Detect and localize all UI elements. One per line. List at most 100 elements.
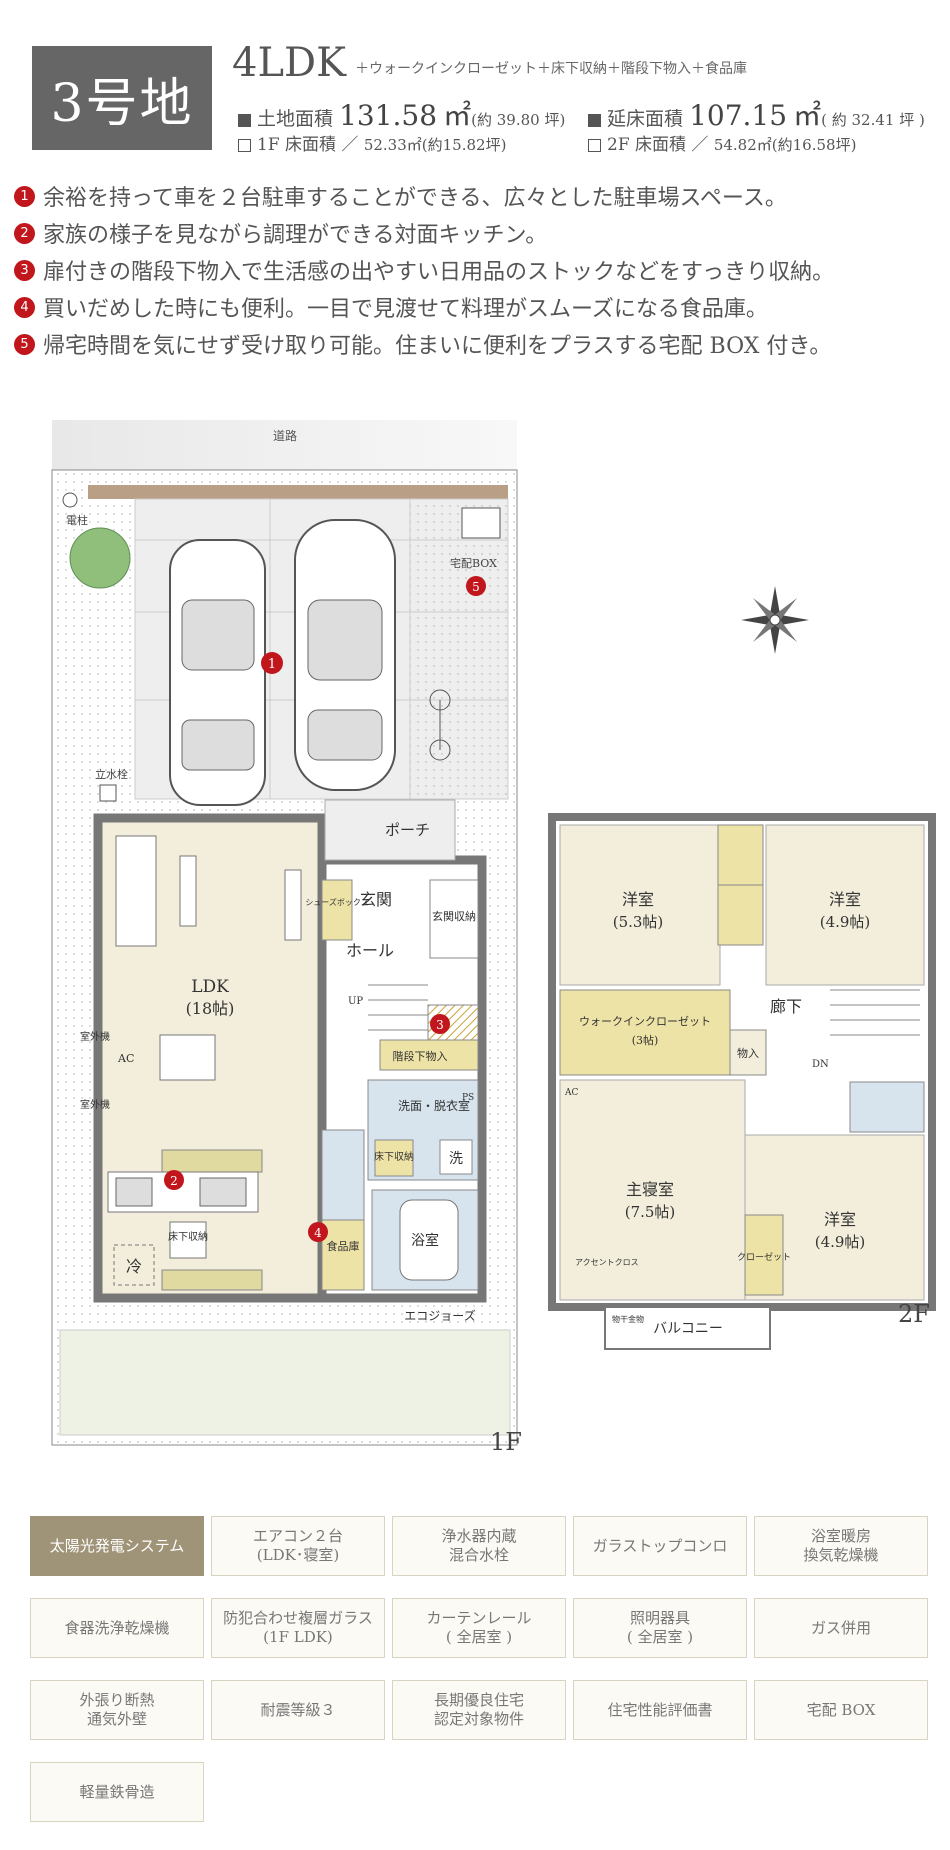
svg-text:1: 1 (268, 657, 276, 672)
tree-icon (69, 527, 131, 589)
lot-badge: 3号地 (32, 46, 212, 150)
drying-rack-label: 物干金物 (612, 1314, 644, 1324)
open-square-icon (238, 139, 251, 152)
svg-text:4: 4 (314, 1226, 322, 1240)
utility-pole-icon (62, 492, 78, 508)
marker-5: 5 (466, 576, 486, 596)
marker-3: 3 (430, 1014, 450, 1034)
porch-label: ポーチ (385, 821, 430, 839)
equipment-tile: 浴室暖房 換気乾燥機 (754, 1516, 928, 1576)
marker-1: 1 (261, 652, 283, 674)
accent-cloth-label: アクセントクロス (575, 1258, 639, 1267)
ac-2f-label: AC (564, 1088, 578, 1098)
western-room-1 (559, 824, 721, 986)
layout-extras: ＋ウォークインクローゼット＋床下収納＋階段下物入＋食品庫 (355, 61, 747, 77)
closet-1 (717, 824, 764, 886)
road (52, 420, 517, 470)
underfloor-storage-box (169, 1221, 207, 1259)
pantry (321, 1219, 365, 1291)
underfloor-storage-label: 床下収納 (374, 1150, 414, 1163)
master-size-label: (7.5帖) (625, 1203, 676, 1221)
pole-label: 電柱 (66, 513, 88, 527)
entrance-storage (429, 879, 479, 959)
kitchen-counter (161, 1149, 263, 1173)
garden (59, 1329, 511, 1436)
under-stairs-closet (379, 1039, 479, 1071)
equipment-tile: 浄水器内蔵 混合水栓 (392, 1516, 566, 1576)
underfloor-storage-label: 床下収納 (168, 1230, 208, 1243)
pantry-label: 食品庫 (327, 1239, 360, 1253)
hall-label: ホール (346, 941, 394, 960)
toilet-room (321, 1129, 365, 1221)
master-label: 主寝室 (626, 1180, 674, 1199)
equipment-tile: 外張り断熱 通気外壁 (30, 1680, 204, 1740)
room2-label: 洋室 (829, 890, 861, 909)
equipment-tile: 防犯合わせ複層ガラス (1F LDK) (211, 1598, 385, 1658)
dn-label: DN (812, 1059, 829, 1070)
svg-text:2: 2 (170, 1174, 178, 1188)
wash-label: 洗 (449, 1151, 463, 1167)
bathtub-icon (399, 1199, 459, 1281)
western-room-2 (765, 824, 925, 986)
delivery-box-icon (461, 507, 501, 539)
toilet-2f (849, 1081, 925, 1133)
room3-label: 洋室 (824, 1210, 856, 1229)
shoe-box-label: シューズボックス (305, 897, 368, 907)
underfloor-storage-box (374, 1139, 414, 1177)
wic-label: ウォークインクローゼット (579, 1015, 711, 1028)
equipment-tile: 宅配 BOX (754, 1680, 928, 1740)
land-area: 土地面積 131.58 ㎡(約 39.80 坪) (238, 94, 565, 134)
up-label: UP (348, 996, 363, 1007)
walk-in-closet (559, 989, 731, 1076)
bath-label: 浴室 (411, 1232, 439, 1249)
fridge-space (113, 1244, 155, 1286)
delivery-box-label: 宅配BOX (450, 556, 497, 570)
second-floor-label: 2F (898, 1300, 930, 1328)
entrance-label: 玄関 (360, 890, 392, 909)
shoe-box (321, 879, 353, 941)
wic-size-label: (3帖) (632, 1034, 659, 1047)
ldk-size-label: (18帖) (186, 999, 235, 1018)
car-left (169, 539, 266, 806)
balcony (604, 1306, 771, 1350)
room1-size-label: (5.3帖) (613, 913, 664, 931)
road-label: 道路 (273, 428, 297, 443)
open-square-icon (588, 139, 601, 152)
outdoor-unit-label: 室外機 (80, 1098, 110, 1111)
first-floor-label: 1F (490, 1428, 522, 1456)
washroom-label: 洗面・脱衣室 (398, 1098, 470, 1113)
hallway-label: 廊下 (770, 997, 802, 1016)
under-stairs-label: 階段下物入 (393, 1049, 448, 1063)
equipment-tile: ガラストップコンロ (573, 1516, 747, 1576)
sofa-icon (115, 835, 157, 947)
marker-2: 2 (164, 1170, 184, 1190)
balcony-label: バルコニー (653, 1321, 723, 1337)
dining-table-icon (159, 1034, 216, 1081)
filled-square-icon (588, 113, 601, 127)
room1-label: 洋室 (622, 890, 654, 909)
equipment-tile: 軽量鉄骨造 (30, 1762, 204, 1822)
hall-storage (729, 1029, 767, 1076)
stove-icon (115, 1177, 153, 1207)
svg-text:3: 3 (436, 1018, 444, 1032)
fence (88, 485, 508, 499)
faucet-label: 立水栓 (95, 767, 128, 781)
filled-square-icon (238, 113, 251, 127)
equipment-tile: エアコン２台 (LDK･寝室) (211, 1516, 385, 1576)
bicycle-icon (429, 689, 451, 761)
table-low-icon (179, 855, 197, 927)
fridge-label: 冷 (126, 1257, 142, 1276)
layout-type: 4LDK (232, 40, 346, 86)
closet-2 (717, 884, 764, 946)
car-right (294, 519, 396, 791)
closet-label: クローゼット (737, 1251, 791, 1263)
faucet-icon (99, 784, 117, 802)
porch (324, 799, 456, 861)
equipment-tile: 照明器具 ( 全居室 ) (573, 1598, 747, 1658)
kitchen-back-counter (161, 1269, 263, 1291)
